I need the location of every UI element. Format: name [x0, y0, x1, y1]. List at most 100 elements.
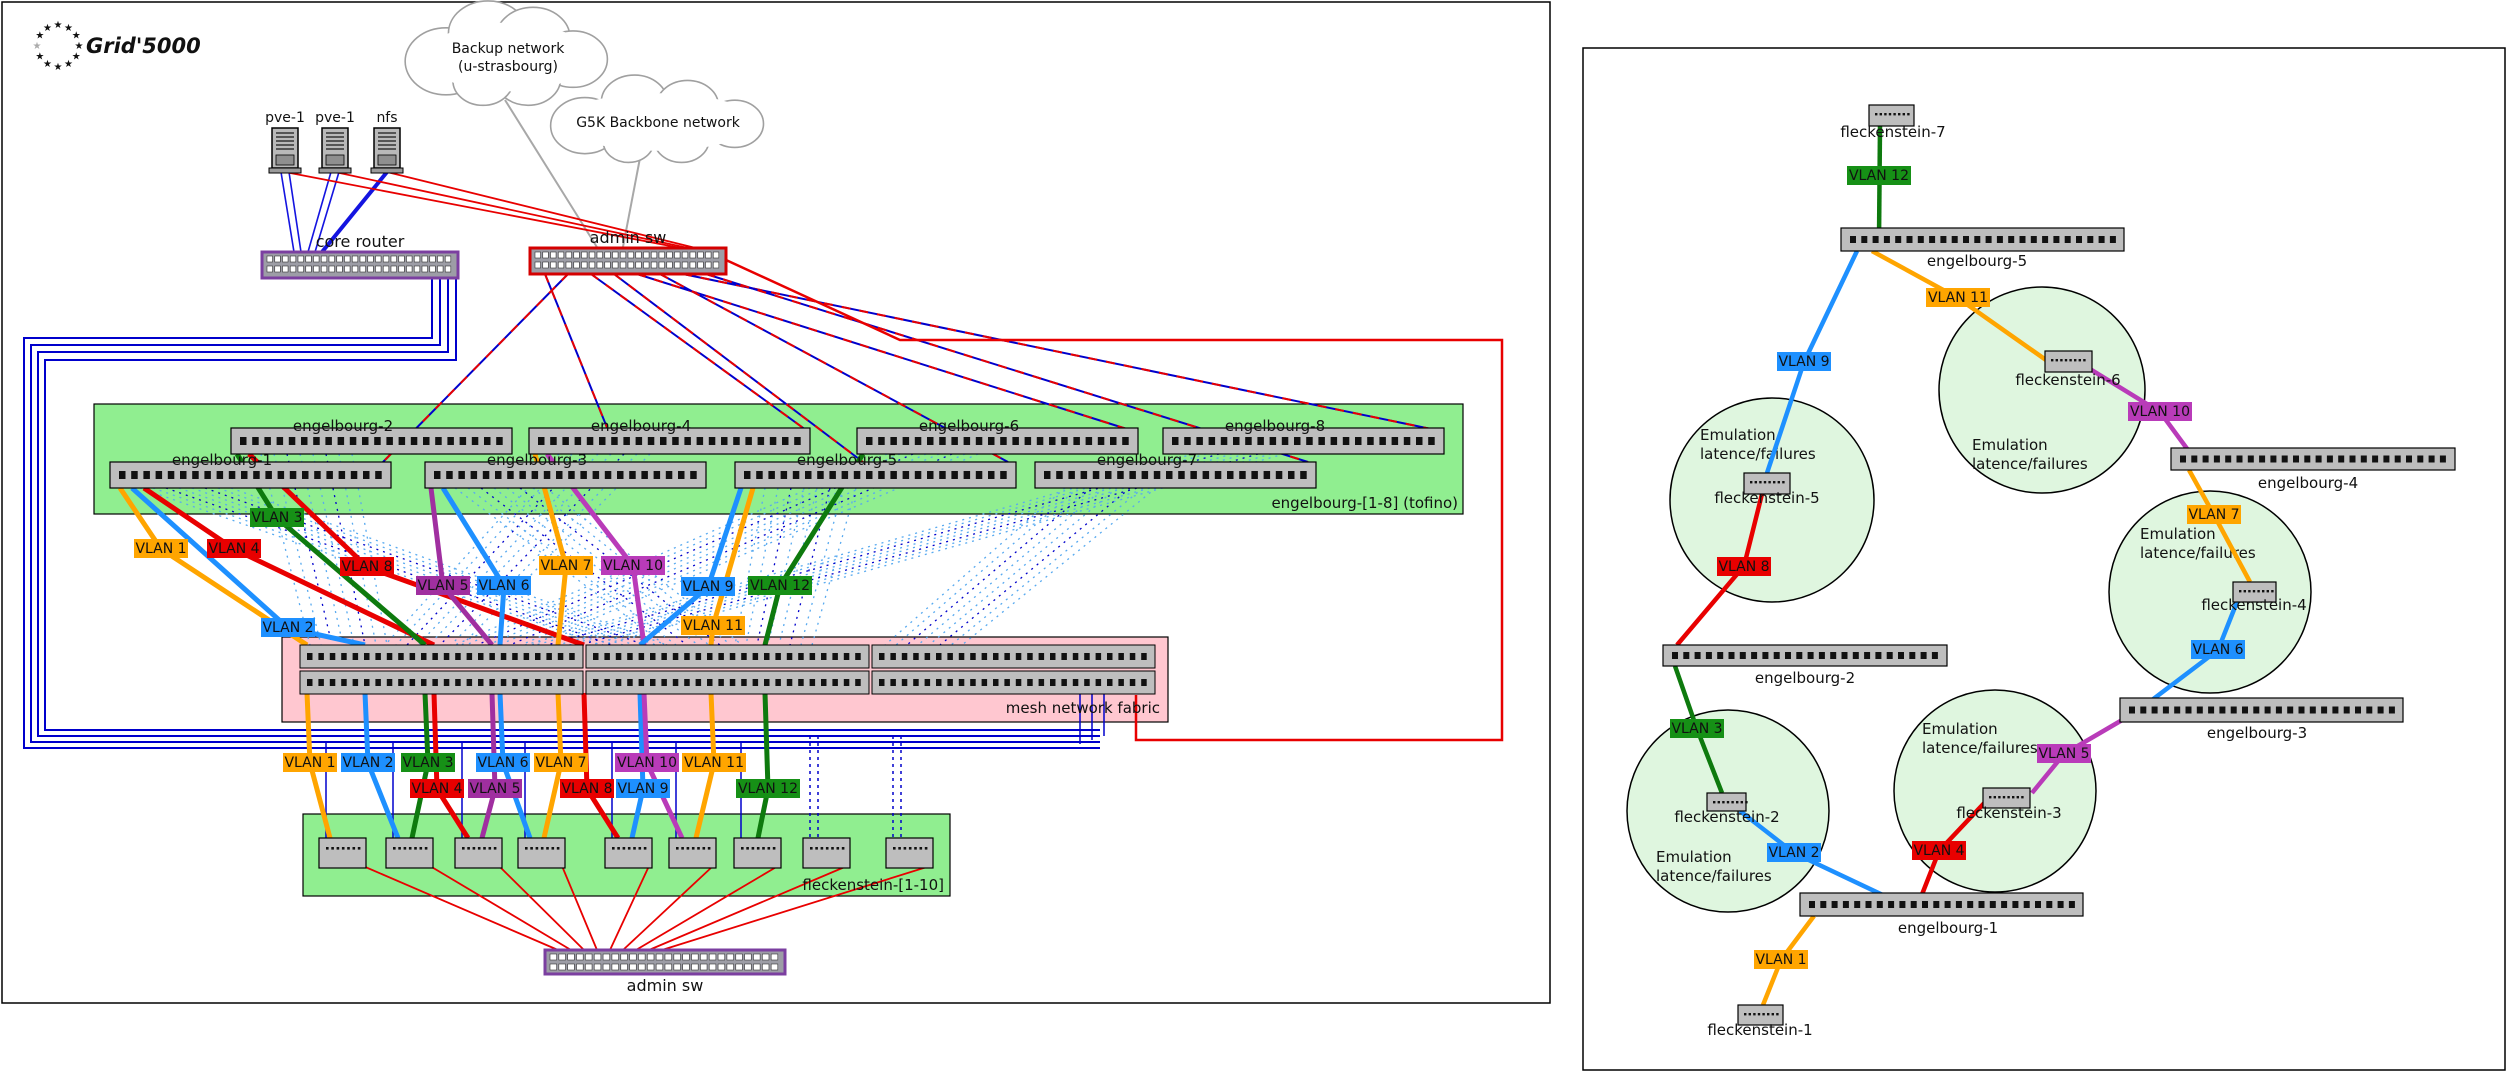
fleckenstein-node [733, 837, 782, 869]
r-engelbourg-3-label: engelbourg-3 [2207, 724, 2307, 742]
vlan-label-text: VLAN 6 [478, 578, 529, 594]
emulation-label: latence/failures [1700, 445, 1816, 463]
vlan-label: VLAN 10 [601, 556, 665, 575]
emulation-label: Emulation [1656, 848, 1732, 866]
admin-engelbourg-link-red [590, 273, 807, 431]
server-blue-link [288, 171, 302, 253]
fleckenstein-node [454, 837, 503, 869]
r-fleckenstein-4 [2232, 581, 2277, 603]
node-link-dashed [165, 487, 613, 646]
server-pve-1a [268, 127, 302, 174]
vlan-label-text: VLAN 10 [603, 558, 663, 574]
fleckenstein-group-label: fleckenstein-[1-10] [802, 876, 944, 894]
vlan-label: VLAN 12 [1847, 166, 1911, 185]
node-link-dashed [557, 453, 1233, 646]
fleck-admin-link [498, 865, 585, 951]
vlan-label-text: VLAN 9 [617, 781, 668, 797]
r-engelbourg-4-label: engelbourg-4 [2258, 474, 2358, 492]
r-engelbourg-5 [1840, 227, 2125, 252]
server-blue-link [314, 171, 340, 253]
node-link-dashed [590, 453, 1272, 646]
vlan-label-text: VLAN 2 [262, 620, 313, 636]
vlan-label: VLAN 6 [2191, 640, 2245, 659]
r-fleckenstein-6-label: fleckenstein-6 [2015, 371, 2120, 389]
engelbourg-3 [424, 461, 707, 489]
admin-sw-bottom-label: admin sw [627, 976, 704, 995]
node-link-dashed [546, 453, 1220, 646]
emulation-label: latence/failures [1922, 739, 2038, 757]
vlan-label: VLAN 7 [2187, 505, 2241, 524]
vlan-label-text: VLAN 4 [1913, 843, 1964, 859]
engelbourg-1 [109, 461, 392, 489]
engelbourg-group-label: engelbourg-[1-8] (tofino) [1271, 494, 1458, 512]
vlan-label-text: VLAN 11 [683, 618, 743, 634]
logo-star-icon: ★ [64, 23, 73, 34]
r-fleckenstein-1 [1737, 1004, 1784, 1026]
vlan-label: VLAN 11 [1926, 288, 1990, 307]
fleckenstein-node [604, 837, 653, 869]
fleck-admin-link [635, 865, 779, 951]
vlan-label-text: VLAN 1 [135, 541, 186, 557]
vlan-label: VLAN 9 [616, 779, 670, 798]
vlan-label: VLAN 12 [736, 779, 800, 798]
fleck-admin-link [609, 865, 650, 951]
vlan-label-text: VLAN 5 [2038, 746, 2089, 762]
vlan-label-text: VLAN 4 [208, 541, 259, 557]
vlan-label-text: VLAN 10 [2130, 404, 2190, 420]
emulation-label: Emulation [1972, 436, 2048, 454]
node-link-dashed [906, 487, 1092, 646]
mesh-switch-unit [871, 644, 1156, 695]
vlan-label-text: VLAN 2 [1768, 845, 1819, 861]
vlan-label: VLAN 5 [468, 779, 522, 798]
engelbourg-2 [230, 427, 513, 455]
vlan-label-text: VLAN 12 [738, 781, 798, 797]
emulation-label: Emulation [1922, 720, 1998, 738]
vlan-label-text: VLAN 8 [561, 781, 612, 797]
r-fleckenstein-2-label: fleckenstein-2 [1674, 808, 1779, 826]
logo-star-icon: ★ [43, 23, 52, 34]
grid5000-logo: ★★★★★★★★★★★★Grid'5000 [33, 20, 201, 73]
vlan-label: VLAN 5 [416, 576, 470, 595]
node-link-dashed [745, 487, 779, 646]
admin-engelbourg-link [544, 273, 609, 431]
node-link-dashed [476, 453, 914, 646]
admin-sw-bottom [543, 948, 787, 976]
r-fleckenstein-5 [1743, 472, 1791, 495]
logo-star-icon: ★ [72, 52, 81, 63]
engelbourg-4-label: engelbourg-4 [591, 417, 691, 435]
logo-star-icon: ★ [54, 62, 63, 73]
vlan-label-text: VLAN 8 [1718, 559, 1769, 575]
mesh-switch-unit [585, 644, 870, 695]
vlan-label: VLAN 2 [1767, 843, 1821, 862]
vlan-label-text: VLAN 1 [284, 755, 335, 771]
vlan-label: VLAN 10 [615, 753, 679, 772]
vlan-label-text: VLAN 6 [2192, 642, 2243, 658]
r-fleckenstein-5-label: fleckenstein-5 [1714, 489, 1819, 507]
r-fleckenstein-7-label: fleckenstein-7 [1840, 123, 1945, 141]
server-red-link [386, 171, 721, 255]
backup-network-cloud-label: Backup network [452, 41, 566, 57]
vlan-label: VLAN 4 [410, 779, 464, 798]
vlan-label: VLAN 8 [340, 557, 394, 576]
vlan-label-text: VLAN 1 [1755, 952, 1806, 968]
engelbourg-1-label: engelbourg-1 [172, 451, 272, 469]
vlan-label: VLAN 4 [207, 539, 261, 558]
vlan-label: VLAN 3 [1670, 719, 1724, 738]
vlan-label: VLAN 9 [681, 577, 735, 596]
engelbourg-8 [1162, 427, 1445, 455]
node-link-dashed [884, 487, 1066, 646]
server-blue-link [320, 170, 389, 254]
engelbourg-4 [528, 427, 811, 455]
vlan-label-text: VLAN 12 [1849, 168, 1909, 184]
vlan-label-text: VLAN 12 [750, 578, 810, 594]
vlan-label-text: VLAN 9 [682, 579, 733, 595]
vlan-label-text: VLAN 11 [1928, 290, 1988, 306]
admin-sw-top-label: admin sw [590, 228, 667, 247]
fleckenstein-node [885, 837, 934, 869]
vlan-label: VLAN 7 [539, 556, 593, 575]
vlan-label-text: VLAN 5 [417, 578, 468, 594]
vlan-label-text: VLAN 5 [469, 781, 520, 797]
